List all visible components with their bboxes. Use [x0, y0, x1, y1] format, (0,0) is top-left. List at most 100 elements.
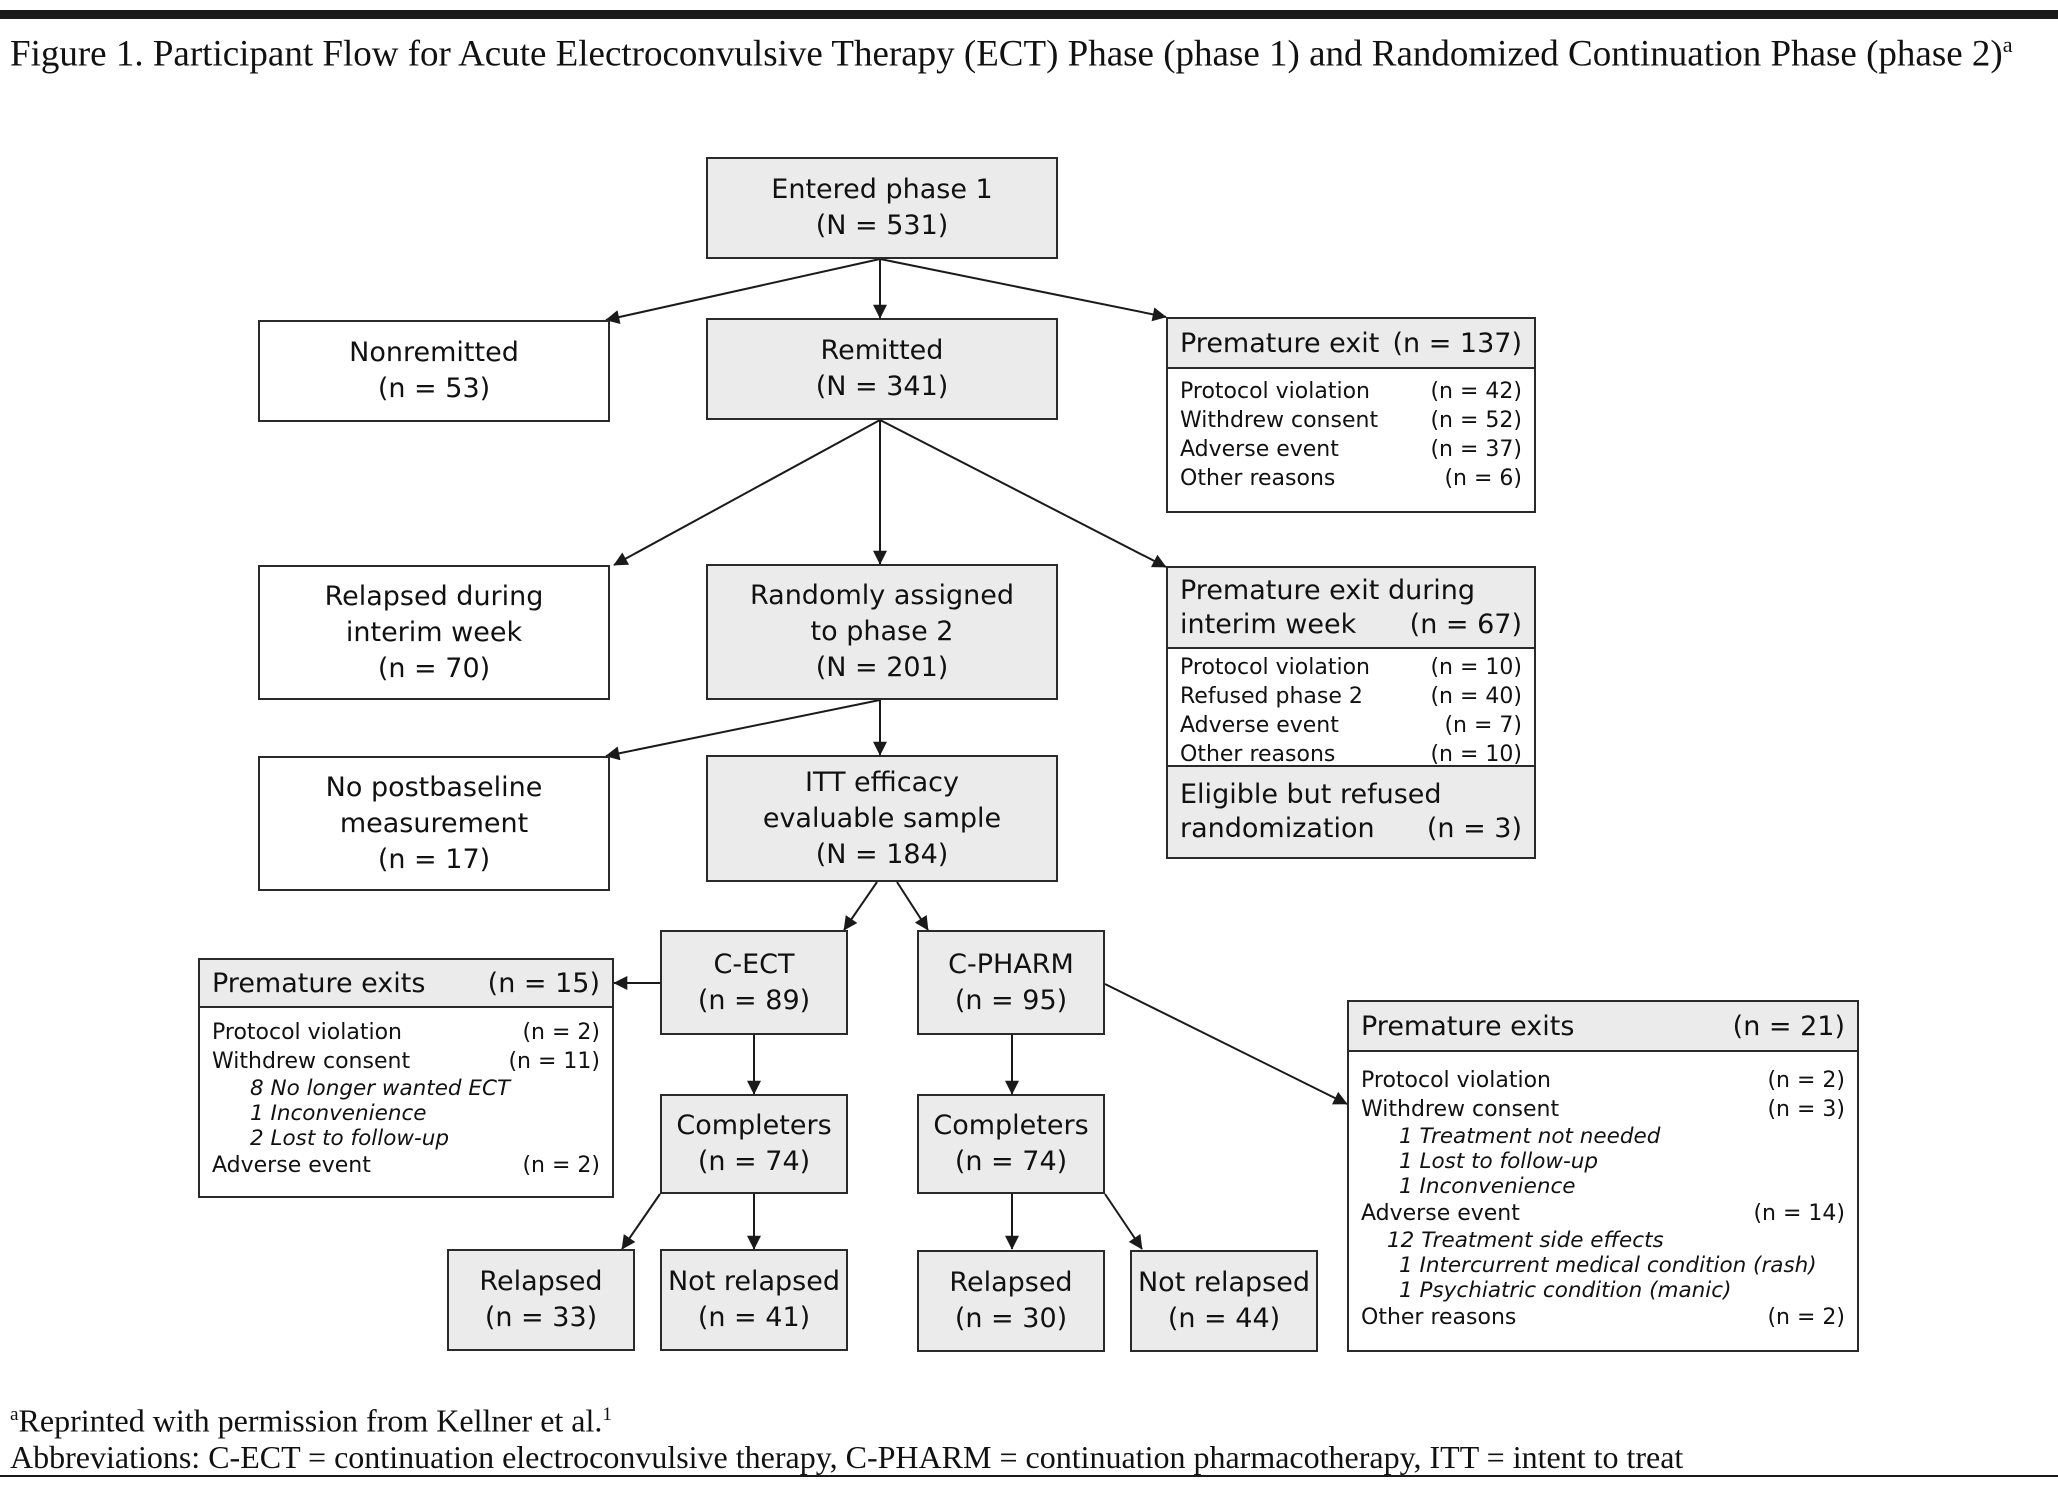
- reason-detail: 2 Lost to follow-up: [250, 1126, 449, 1151]
- eligible-refused-section: Eligible but refused randomization (n = 3…: [1168, 765, 1534, 857]
- node-label: Relapsed: [479, 1266, 603, 1297]
- eligible-label: Eligible but refused: [1180, 779, 1442, 810]
- node-count: (N = 531): [815, 210, 949, 241]
- node-count: (n = 74): [697, 1146, 811, 1177]
- node-cect-not-relapsed: Not relapsed (n = 41): [660, 1249, 848, 1351]
- reason-row: Adverse event(n = 14): [1361, 1201, 1845, 1226]
- node-label: C-PHARM: [948, 948, 1074, 980]
- figure-footnote: aReprinted with permission from Kellner …: [10, 1397, 2040, 1475]
- arrow-entered-exit: [879, 258, 1167, 322]
- node-label: Not relapsed: [667, 1266, 840, 1297]
- node-no-postbaseline: No postbaseline measurement (n = 17): [258, 756, 610, 891]
- box-body: Protocol violation(n = 10) Refused phase…: [1168, 649, 1534, 767]
- node-count: (n = 74): [954, 1146, 1068, 1177]
- box-header: Premature exit during interim week (n = 6…: [1168, 568, 1534, 649]
- reason-row: Adverse event(n = 37): [1180, 437, 1522, 462]
- reason-detail: 1 Psychiatric condition (manic): [1399, 1278, 1732, 1303]
- header-count: (n = 137): [1392, 327, 1522, 359]
- node-label: Randomly assigned: [749, 580, 1015, 611]
- node-entered-phase1: Entered phase 1 (N = 531): [706, 157, 1058, 259]
- reason-row: Withdrew consent(n = 3): [1361, 1097, 1845, 1122]
- box-header: Premature exits (n = 15): [200, 960, 612, 1008]
- reason-row: Adverse event(n = 7): [1180, 713, 1522, 738]
- arrow-itt-cpharm: [896, 881, 929, 931]
- eligible-label: randomization: [1180, 813, 1375, 844]
- node-label: Relapsed: [949, 1267, 1073, 1298]
- node-count: (N = 184): [815, 838, 949, 870]
- arrow-remitted-relapsed: [613, 419, 881, 566]
- node-label: Completers: [676, 1110, 832, 1141]
- node-count: (n = 44): [1167, 1303, 1281, 1334]
- reason-row: Other reasons(n = 6): [1180, 466, 1522, 491]
- node-label: Remitted: [820, 335, 944, 366]
- arrow-cpharm-comp-notrelapsed: [1104, 1193, 1143, 1250]
- arrow-remitted-exit: [879, 419, 1167, 568]
- bottom-rule: [0, 1475, 2058, 1477]
- node-count: (n = 30): [954, 1303, 1068, 1334]
- node-label: to phase 2: [810, 616, 954, 647]
- reason-detail: 1 Intercurrent medical condition (rash): [1399, 1253, 1817, 1278]
- reason-detail: 12 Treatment side effects: [1387, 1228, 1664, 1253]
- node-count: (n = 53): [377, 373, 491, 404]
- top-rule: [0, 10, 2058, 19]
- box-premature-exits-cpharm: Premature exits (n = 21) Protocol violat…: [1347, 1000, 1859, 1352]
- node-cpharm-arm: C-PHARM (n = 95): [917, 930, 1105, 1035]
- eligible-count: (n = 3): [1426, 813, 1522, 844]
- node-label: Nonremitted: [349, 337, 519, 368]
- reason-row: Other reasons(n = 2): [1361, 1305, 1845, 1330]
- node-cpharm-relapsed: Relapsed (n = 30): [917, 1250, 1105, 1352]
- node-label: Relapsed during: [324, 580, 544, 612]
- header-label: interim week: [1180, 608, 1357, 640]
- box-header: Premature exit (n = 137): [1168, 319, 1534, 369]
- header-count: (n = 21): [1732, 1010, 1845, 1042]
- header-label: Premature exits: [1361, 1010, 1575, 1042]
- node-count: (N = 341): [815, 371, 949, 402]
- reason-detail: 1 Inconvenience: [250, 1101, 427, 1126]
- reason-detail: 1 Treatment not needed: [1399, 1124, 1661, 1149]
- reason-detail: 1 Inconvenience: [1399, 1174, 1576, 1199]
- box-premature-exit-interim: Premature exit during interim week (n = 6…: [1166, 566, 1536, 859]
- node-label: C-ECT: [713, 948, 795, 980]
- node-count: (n = 17): [377, 843, 491, 875]
- node-cpharm-not-relapsed: Not relapsed (n = 44): [1130, 1250, 1318, 1352]
- box-body: Protocol violation(n = 2) Withdrew conse…: [1349, 1052, 1857, 1332]
- arrow-cect-comp-relapsed: [621, 1193, 661, 1250]
- box-body: Protocol violation(n = 2) Withdrew conse…: [200, 1008, 612, 1180]
- node-cect-relapsed: Relapsed (n = 33): [447, 1249, 635, 1351]
- node-label: evaluable sample: [762, 802, 1002, 834]
- reason-row: Protocol violation(n = 2): [1361, 1068, 1845, 1093]
- header-label: Premature exit: [1180, 327, 1380, 359]
- node-count: (N = 201): [815, 652, 949, 683]
- node-count: (n = 95): [954, 984, 1068, 1016]
- arrow-itt-cect: [843, 881, 878, 931]
- header-label: Premature exit during: [1180, 574, 1476, 606]
- arrow-cpharm-exit: [1104, 983, 1348, 1105]
- box-body: Protocol violation(n = 42) Withdrew cons…: [1168, 369, 1534, 493]
- node-relapsed-interim: Relapsed during interim week (n = 70): [258, 565, 610, 700]
- reason-row: Withdrew consent(n = 11): [212, 1049, 600, 1074]
- node-cect-completers: Completers (n = 74): [660, 1094, 848, 1194]
- node-count: (n = 33): [484, 1302, 598, 1333]
- node-label: Entered phase 1: [771, 174, 993, 205]
- node-count: (n = 89): [697, 984, 811, 1016]
- abbreviations-note: Abbreviations: C-ECT = continuation elec…: [10, 1438, 1684, 1475]
- reason-row: Protocol violation(n = 42): [1180, 379, 1522, 404]
- node-label: No postbaseline: [325, 771, 543, 803]
- box-premature-exit-phase1: Premature exit (n = 137) Protocol violat…: [1166, 317, 1536, 513]
- node-label: Not relapsed: [1137, 1267, 1310, 1298]
- node-randomized: Randomly assigned to phase 2 (N = 201): [706, 564, 1058, 700]
- reason-detail: 1 Lost to follow-up: [1399, 1149, 1598, 1174]
- node-nonremitted: Nonremitted (n = 53): [258, 320, 610, 422]
- node-label: measurement: [339, 807, 529, 839]
- reason-detail: 8 No longer wanted ECT: [250, 1076, 511, 1101]
- arrow-randomized-nopostbaseline: [605, 699, 881, 761]
- node-remitted: Remitted (N = 341): [706, 318, 1058, 420]
- node-itt-sample: ITT efficacy evaluable sample (N = 184): [706, 755, 1058, 882]
- node-count: (n = 41): [697, 1302, 811, 1333]
- header-count: (n = 15): [487, 967, 600, 999]
- reason-row: Other reasons(n = 10): [1180, 742, 1522, 767]
- node-label: interim week: [345, 616, 523, 648]
- node-cpharm-completers: Completers (n = 74): [917, 1094, 1105, 1194]
- header-count: (n = 67): [1409, 608, 1522, 640]
- node-label: Completers: [933, 1110, 1089, 1141]
